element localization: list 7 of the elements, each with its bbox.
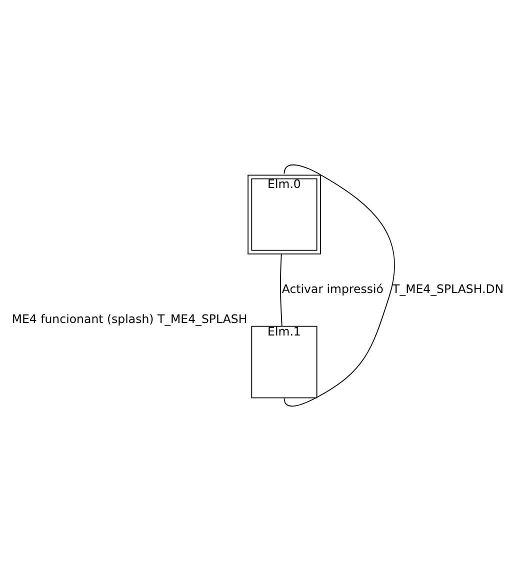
edge-label: Activar impressió bbox=[282, 282, 384, 296]
node-label: ME4 funcionant (splash) T_ME4_SPLASH bbox=[12, 312, 248, 326]
node-box: Elm.0 bbox=[248, 174, 321, 254]
node-box: Elm.1 bbox=[251, 325, 318, 398]
edge-label: T_ME4_SPLASH.DN bbox=[392, 282, 504, 296]
connector bbox=[284, 164, 395, 406]
connector bbox=[280, 253, 282, 326]
